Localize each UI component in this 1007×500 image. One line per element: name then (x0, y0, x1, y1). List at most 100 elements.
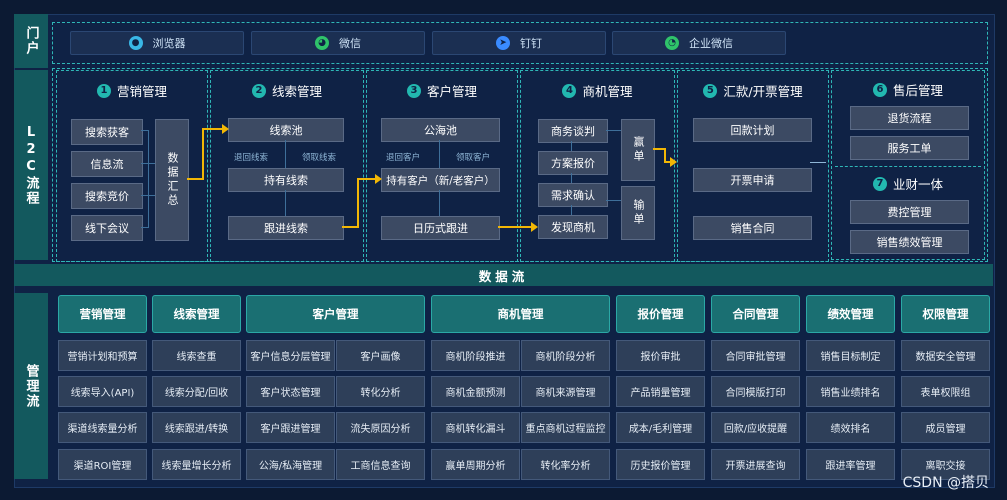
mgmt-cell[interactable]: 线索分配/回收 (152, 376, 241, 407)
mgmt-cell[interactable]: 合同审批管理 (711, 340, 800, 371)
payment-invoice[interactable]: 开票申请 (693, 168, 812, 192)
mgmt-cell[interactable]: 销售目标制定 (806, 340, 895, 371)
opp-discover[interactable]: 发现商机 (538, 215, 608, 239)
mgmt-cell[interactable]: 转化率分析 (521, 449, 610, 480)
finance-divider (835, 166, 981, 167)
leads-followup[interactable]: 跟进线索 (228, 216, 344, 240)
mgmt-cell[interactable]: 商机来源管理 (521, 376, 610, 407)
portal-wecom-button[interactable]: ◔企业微信 (612, 31, 786, 55)
mgmt-cell[interactable]: 流失原因分析 (336, 412, 425, 443)
dingtalk-icon: ➤ (496, 36, 510, 50)
mgmt-cell[interactable]: 开票进展查询 (711, 449, 800, 480)
mgmt-header-marketing[interactable]: 营销管理 (58, 295, 147, 333)
mgmt-cell[interactable]: 公海/私海管理 (246, 449, 335, 480)
mgmt-cell[interactable]: 商机金额预测 (431, 376, 520, 407)
mgmt-cell[interactable]: 数据安全管理 (901, 340, 990, 371)
aftersale-return[interactable]: 退货流程 (850, 106, 969, 130)
mgmt-cell[interactable]: 营销计划和预算 (58, 340, 147, 371)
marketing-search-acquire[interactable]: 搜索获客 (71, 119, 143, 145)
mgmt-cell[interactable]: 线索跟进/转换 (152, 412, 241, 443)
portal-dingtalk-label: 钉钉 (520, 37, 542, 50)
opp-lose[interactable]: 输单 (621, 186, 655, 240)
opp-negotiation[interactable]: 商务谈判 (538, 119, 608, 143)
mgmt-cell[interactable]: 历史报价管理 (616, 449, 705, 480)
mgmt-cell[interactable]: 表单权限组 (901, 376, 990, 407)
payment-contract[interactable]: 销售合同 (693, 216, 812, 240)
mgmt-cell[interactable]: 客户跟进管理 (246, 412, 335, 443)
leads-held[interactable]: 持有线索 (228, 168, 344, 192)
customer-calendar-followup[interactable]: 日历式跟进 (381, 216, 500, 240)
mgmt-cell[interactable]: 工商信息查询 (336, 449, 425, 480)
mgmt-cell[interactable]: 报价审批 (616, 340, 705, 371)
mgmt-cell[interactable]: 商机阶段推进 (431, 340, 520, 371)
mgmt-cell[interactable]: 客户信息分层管理 (246, 340, 335, 371)
flow-arrow (357, 178, 375, 180)
mgmt-cell[interactable]: 重点商机过程监控 (521, 412, 610, 443)
opp-connector (606, 130, 621, 131)
portal-wechat-button[interactable]: ◕ 微信 (251, 31, 425, 55)
flow-arrow (664, 148, 666, 162)
section-aftersale-finance (831, 70, 985, 260)
mgmt-cell[interactable]: 转化分析 (336, 376, 425, 407)
portal-row (52, 22, 988, 64)
leads-connector (285, 190, 286, 216)
mgmt-cell[interactable]: 离职交接 (901, 449, 990, 480)
leads-pool[interactable]: 线索池 (228, 118, 344, 142)
mgmt-header-leads[interactable]: 线索管理 (152, 295, 241, 333)
leads-claim-note: 领取线索 (302, 153, 337, 163)
mgmt-cell[interactable]: 跟进率管理 (806, 449, 895, 480)
flow-arrow-head (222, 124, 229, 134)
payment-plan[interactable]: 回款计划 (693, 118, 812, 142)
mgmt-cell[interactable]: 客户状态管理 (246, 376, 335, 407)
flow-arrow-head (375, 174, 382, 184)
marketing-offline[interactable]: 线下会议 (71, 215, 143, 241)
mgmt-cell[interactable]: 线索导入(API) (58, 376, 147, 407)
mgmt-cell[interactable]: 回款/应收提醒 (711, 412, 800, 443)
mgmt-cell[interactable]: 合同模版打印 (711, 376, 800, 407)
customer-return-note: 退回客户 (386, 153, 421, 163)
portal-dingtalk-button[interactable]: ➤ 钉钉 (432, 31, 606, 55)
portal-browser-button[interactable]: ●浏览器 (70, 31, 244, 55)
mgmt-header-opportunity[interactable]: 商机管理 (431, 295, 610, 333)
mgmt-cell[interactable]: 线索查重 (152, 340, 241, 371)
finance-performance[interactable]: 销售绩效管理 (850, 230, 969, 254)
mgmt-header-customer[interactable]: 客户管理 (246, 295, 425, 333)
mgmt-cell[interactable]: 产品销量管理 (616, 376, 705, 407)
finance-expense[interactable]: 费控管理 (850, 200, 969, 224)
mgmt-cell[interactable]: 渠道ROI管理 (58, 449, 147, 480)
portal-wecom-label: 企业微信 (689, 37, 733, 50)
mgmt-cell[interactable]: 销售业绩排名 (806, 376, 895, 407)
flow-arrow (357, 178, 359, 228)
mgmt-cell[interactable]: 渠道线索量分析 (58, 412, 147, 443)
customer-held[interactable]: 持有客户（新/老客户） (381, 168, 500, 192)
mgmt-cell[interactable]: 绩效排名 (806, 412, 895, 443)
mgmt-header-permission[interactable]: 权限管理 (901, 295, 990, 333)
mgmt-cell[interactable]: 赢单周期分析 (431, 449, 520, 480)
mgmt-cell[interactable]: 成本/毛利管理 (616, 412, 705, 443)
mgmt-header-quote[interactable]: 报价管理 (616, 295, 705, 333)
opp-win[interactable]: 赢单 (621, 119, 655, 181)
marketing-infoflow[interactable]: 信息流 (71, 151, 143, 177)
mgmt-cell[interactable]: 线索量增长分析 (152, 449, 241, 480)
mgmt-header-contract[interactable]: 合同管理 (711, 295, 800, 333)
aftersale-ticket[interactable]: 服务工单 (850, 136, 969, 160)
mgmt-header-performance[interactable]: 绩效管理 (806, 295, 895, 333)
wechat-icon: ◕ (315, 36, 329, 50)
portal-wechat-label: 微信 (339, 37, 361, 50)
leads-connector (285, 140, 286, 168)
mgmt-cell[interactable]: 客户画像 (336, 340, 425, 371)
opp-quotation[interactable]: 方案报价 (538, 151, 608, 175)
mgmt-cell[interactable]: 商机阶段分析 (521, 340, 610, 371)
customer-connector (439, 190, 440, 216)
opp-requirement[interactable]: 需求确认 (538, 183, 608, 207)
mgmt-cell[interactable]: 商机转化漏斗 (431, 412, 520, 443)
portal-browser-label: 浏览器 (152, 37, 186, 50)
marketing-bidding[interactable]: 搜索竞价 (71, 183, 143, 209)
marketing-connector (141, 227, 149, 228)
customer-public-pool[interactable]: 公海池 (381, 118, 500, 142)
mgmt-side-label: 管理流 (14, 293, 48, 479)
marketing-data-summary[interactable]: 数据汇总 (155, 119, 189, 241)
mgmt-cell[interactable]: 成员管理 (901, 412, 990, 443)
